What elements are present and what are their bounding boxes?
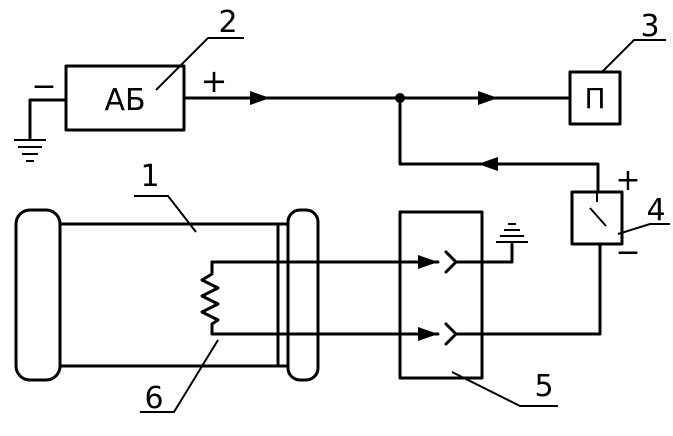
cylinder-number: 1 bbox=[140, 159, 159, 194]
connector-leader-line bbox=[451, 371, 558, 407]
connector-block: 5 bbox=[398, 210, 558, 407]
consumer-leader-line bbox=[601, 39, 666, 73]
battery-label: АБ bbox=[104, 83, 145, 118]
consumer-number: 3 bbox=[640, 9, 659, 44]
consumer-label: П bbox=[584, 82, 605, 115]
arrow-icon bbox=[250, 91, 270, 105]
switch-number: 4 bbox=[646, 193, 665, 228]
switch-minus-sign: − bbox=[615, 235, 640, 270]
battery-number: 2 bbox=[218, 5, 237, 40]
connector-ground-symbol bbox=[496, 223, 528, 243]
switch-block: + − 4 bbox=[454, 163, 670, 336]
resistor: 6 bbox=[140, 260, 220, 416]
cylinder-body: 1 bbox=[14, 159, 320, 382]
resistor-leader-line bbox=[140, 339, 219, 413]
arrow-icon bbox=[418, 255, 438, 269]
contact-icon bbox=[444, 322, 458, 346]
cylinder-leader-line bbox=[134, 195, 197, 233]
battery-ground-symbol bbox=[14, 98, 68, 162]
signal-lines bbox=[210, 255, 440, 341]
arrow-icon bbox=[478, 157, 498, 171]
battery-block: АБ − + 2 bbox=[31, 5, 244, 132]
switch-plus-sign: + bbox=[615, 163, 640, 198]
positive-bus-line bbox=[182, 91, 572, 105]
resistor-number: 6 bbox=[144, 381, 163, 416]
connector-number: 5 bbox=[534, 369, 553, 404]
battery-leader-line bbox=[155, 37, 244, 91]
switch-feed-line bbox=[398, 96, 600, 194]
consumer-block: П 3 bbox=[568, 9, 666, 126]
arrow-icon bbox=[418, 327, 438, 341]
battery-minus-sign: − bbox=[31, 69, 56, 104]
arrow-icon bbox=[478, 91, 498, 105]
battery-plus-sign: + bbox=[201, 62, 228, 100]
switch-leader-line bbox=[617, 223, 670, 235]
